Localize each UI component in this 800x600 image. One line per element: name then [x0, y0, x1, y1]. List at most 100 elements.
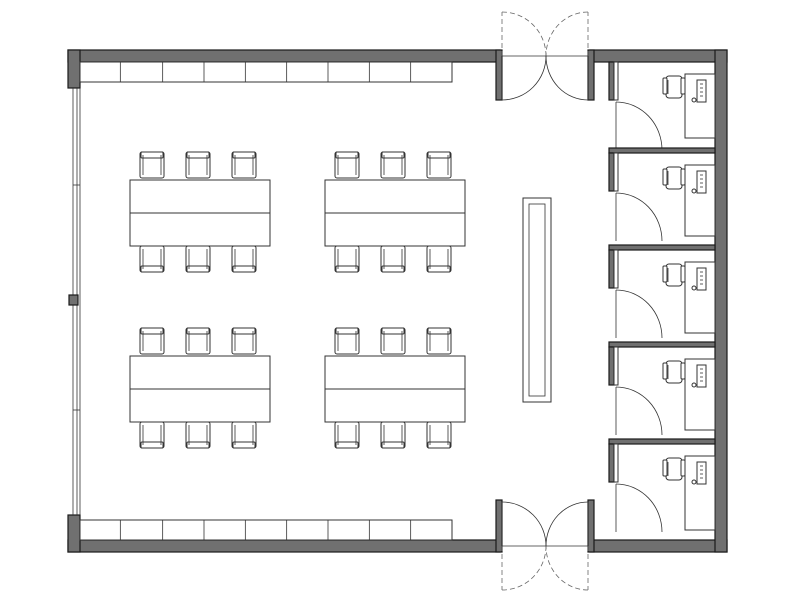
front-wall: [608, 346, 615, 386]
chair: [380, 327, 406, 355]
wall-left-lower: [67, 514, 81, 553]
chair: [231, 245, 257, 273]
door-frame: [613, 346, 619, 386]
monitor-icon: [696, 170, 707, 194]
chair-arm: [662, 362, 668, 380]
chair: [231, 327, 257, 355]
chair-seat: [665, 457, 683, 481]
table-group: [129, 327, 271, 449]
chair: [334, 421, 360, 449]
front-wall: [608, 61, 615, 101]
chair: [426, 421, 452, 449]
door-jamb-bottom-right: [587, 499, 595, 553]
door-swing: [615, 289, 663, 339]
chair-arm: [662, 168, 668, 186]
perimeter-counters: [79, 61, 453, 541]
chair-back: [140, 265, 164, 273]
office-cubicle: [608, 147, 716, 242]
chair-back: [335, 441, 359, 449]
chair-back: [335, 265, 359, 273]
door-swing: [615, 192, 663, 242]
partition-wall: [608, 341, 716, 348]
office-chair-icon: [662, 166, 686, 190]
door-swing-alt: [545, 545, 589, 591]
office-chair-icon: [662, 360, 686, 384]
chair-back: [232, 441, 256, 449]
door-jamb-top-right: [587, 49, 595, 101]
window-left: [68, 88, 81, 515]
chair-back: [232, 265, 256, 273]
monitor-icon: [696, 79, 707, 103]
door-swing: [545, 55, 589, 101]
wall-bottom-right: [589, 539, 728, 553]
chair: [426, 327, 452, 355]
table: [129, 179, 271, 214]
chair-back: [381, 151, 405, 159]
partition-wall: [608, 438, 716, 445]
entrance-doors: [501, 11, 589, 591]
wall-bottom-left: [67, 539, 501, 553]
chair: [139, 151, 165, 179]
mouse-icon: [691, 479, 697, 485]
table: [129, 355, 271, 390]
workstation-desk: [684, 73, 716, 139]
door-swing: [545, 501, 589, 547]
chair: [139, 245, 165, 273]
whiteboard: [522, 197, 552, 403]
table: [324, 179, 466, 214]
double-door: [501, 501, 589, 591]
partition-wall: [608, 147, 716, 154]
door-frame: [613, 249, 619, 289]
door-swing-alt: [501, 545, 547, 591]
chair-back: [427, 327, 451, 335]
chair-back: [427, 441, 451, 449]
chair-arm: [662, 77, 668, 95]
front-wall: [608, 443, 615, 483]
chair-back: [140, 441, 164, 449]
chair: [231, 421, 257, 449]
chair-arm: [680, 265, 686, 283]
counter-bottom: [79, 519, 453, 541]
double-door: [501, 11, 589, 101]
chair: [380, 245, 406, 273]
chair-back: [186, 265, 210, 273]
chair-back: [335, 327, 359, 335]
window-mullion: [68, 294, 79, 306]
monitor-icon: [696, 267, 707, 291]
wall-left-upper: [67, 49, 81, 89]
chair: [380, 151, 406, 179]
chair: [139, 421, 165, 449]
office-cubicle: [608, 61, 716, 151]
chair-arm: [662, 459, 668, 477]
chair: [231, 151, 257, 179]
table: [129, 212, 271, 247]
chair-back: [427, 151, 451, 159]
door-frame: [613, 152, 619, 192]
chair-back: [186, 441, 210, 449]
workstation-desk: [684, 358, 716, 431]
chair-back: [381, 441, 405, 449]
chair-back: [186, 327, 210, 335]
chair: [380, 421, 406, 449]
monitor-icon: [696, 364, 707, 388]
door-swing: [501, 501, 547, 547]
chair-arm: [680, 362, 686, 380]
front-wall: [608, 249, 615, 289]
mouse-icon: [691, 97, 697, 103]
office-cubicle: [608, 244, 716, 339]
chair: [334, 327, 360, 355]
door-swing: [501, 55, 547, 101]
chair-seat: [665, 360, 683, 384]
chair: [185, 245, 211, 273]
chair: [334, 151, 360, 179]
table-group: [129, 151, 271, 273]
table: [129, 388, 271, 423]
partition-wall: [608, 244, 716, 251]
table-groups: [129, 151, 466, 449]
door-frame: [613, 61, 619, 101]
chair-back: [140, 327, 164, 335]
office-cubicles: [608, 61, 716, 533]
table-group: [324, 151, 466, 273]
table: [324, 212, 466, 247]
